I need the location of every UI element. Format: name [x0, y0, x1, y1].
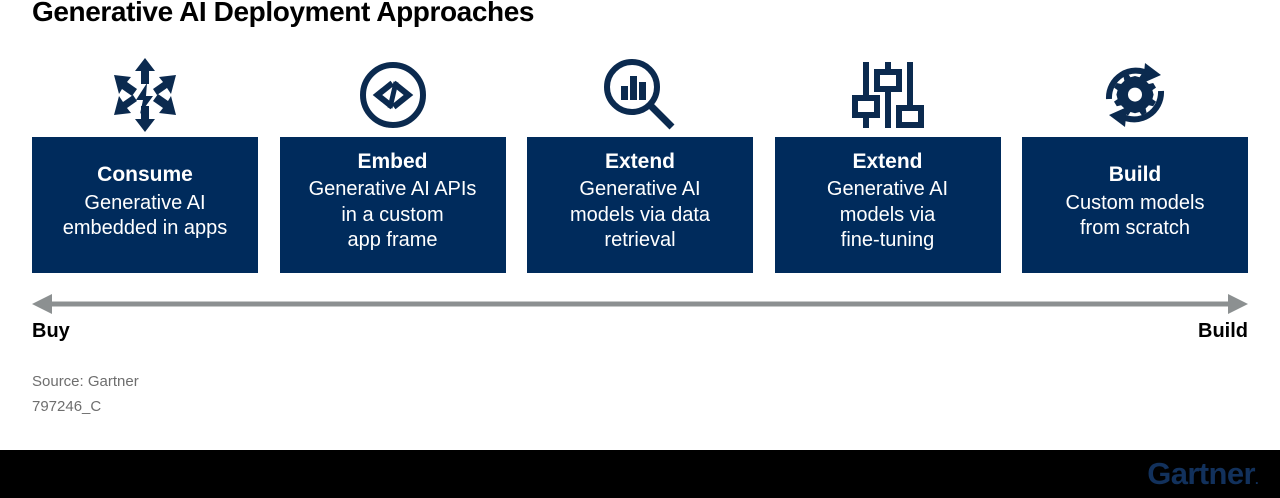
approach-card-embed: Embed Generative AI APIs in a custom app… [279, 137, 506, 273]
card-desc-line: retrieval [604, 229, 676, 252]
approach-columns: Consume Generative AI embedded in apps E… [32, 52, 1248, 273]
gear-refresh-cycle-icon [1097, 52, 1173, 137]
approach-column-consume: Consume Generative AI embedded in apps [32, 52, 258, 273]
approach-column-extend-finetuning: Extend Generative AI models via fine-tun… [774, 52, 1001, 273]
approach-card-extend-finetuning: Extend Generative AI models via fine-tun… [774, 137, 1001, 273]
card-desc-line: fine-tuning [840, 229, 935, 252]
gartner-logo-text: Gartner [1147, 456, 1255, 491]
sliders-icon [851, 52, 924, 137]
approach-column-extend-retrieval: Extend Generative AI models via data ret… [527, 52, 753, 273]
approach-card-extend-retrieval: Extend Generative AI models via data ret… [527, 137, 753, 273]
page-title: Generative AI Deployment Approaches [32, 0, 535, 27]
approach-column-build: Build Custom models from scratch [1022, 52, 1248, 273]
card-desc-line: Generative AI [579, 178, 701, 201]
footer-bar: Gartner. [0, 450, 1280, 498]
card-desc-line: models via [839, 203, 936, 226]
card-desc-line: app frame [347, 229, 438, 252]
approach-card-build: Build Custom models from scratch [1022, 137, 1248, 273]
card-desc-line: in a custom [341, 203, 444, 226]
buy-build-spectrum-arrow [32, 292, 1248, 316]
card-desc-line: Generative AI APIs [308, 178, 477, 201]
spectrum-labels: Buy Build [32, 320, 1248, 343]
card-title: Extend [852, 150, 923, 173]
card-desc-line: embedded in apps [62, 217, 228, 240]
spectrum-label-build: Build [1198, 320, 1248, 342]
card-title: Embed [357, 150, 428, 173]
approach-column-embed: Embed Generative AI APIs in a custom app… [279, 52, 506, 273]
card-desc-line: Generative AI [84, 191, 206, 214]
approach-card-consume: Consume Generative AI embedded in apps [32, 137, 258, 273]
magnifier-bar-chart-icon [601, 52, 679, 137]
card-title: Extend [604, 150, 675, 173]
card-title: Consume [97, 163, 193, 187]
card-desc-line: from scratch [1079, 217, 1191, 240]
card-desc-line: Custom models [1065, 191, 1205, 214]
gartner-logo: Gartner. [1147, 456, 1258, 492]
spectrum-label-buy: Buy [32, 320, 70, 342]
source-id: 797246_C [32, 397, 102, 415]
code-brackets-circle-icon [356, 52, 430, 137]
source-note: Source: Gartner 797246_C [32, 370, 139, 420]
card-desc-line: Generative AI [826, 178, 949, 201]
source-line: Source: Gartner [32, 373, 139, 390]
card-title: Build [1108, 163, 1162, 187]
gartner-logo-mark: . [1254, 472, 1259, 487]
expand-arrows-lightning-icon [106, 52, 184, 137]
card-desc-line: models via data [569, 203, 711, 226]
